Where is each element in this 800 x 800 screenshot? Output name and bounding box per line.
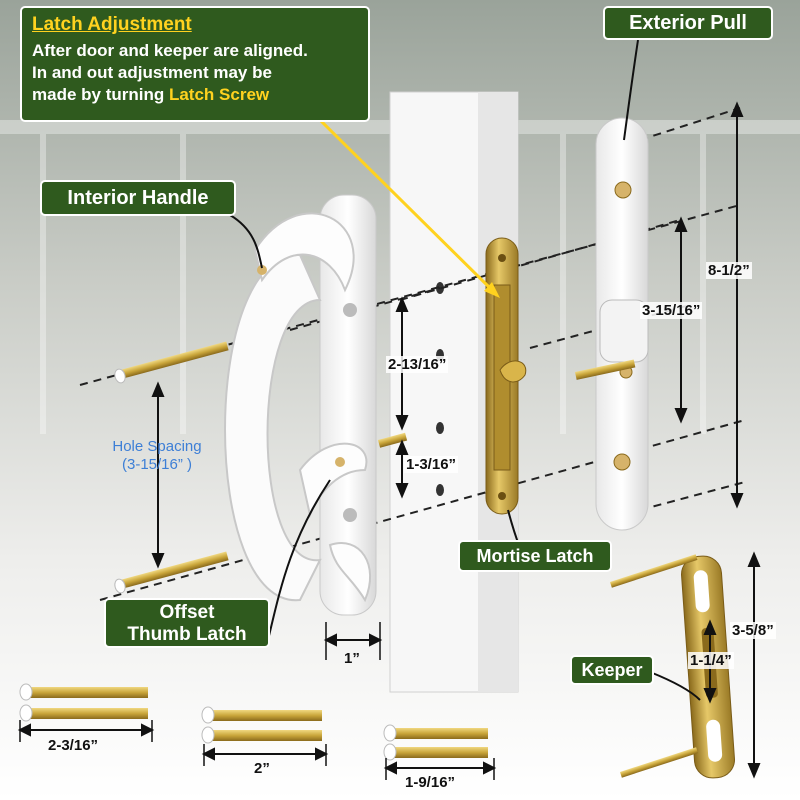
latch-adjustment-line1: After door and keeper are aligned. — [32, 41, 308, 60]
dim-keeper-length: 3-5/8” — [730, 622, 776, 639]
latch-screw-highlight: Latch Screw — [168, 85, 270, 104]
dim-keeper-slot: 1-1/4” — [688, 652, 734, 669]
dim-screw-long: 2-3/16” — [48, 737, 99, 754]
hole-spacing-line2: (3-15/16” ) — [121, 456, 193, 473]
screw-set-short — [383, 724, 488, 761]
offset-thumb-latch-line2: Thumb Latch — [127, 624, 247, 645]
hole-spacing-line1: Hole Spacing — [112, 438, 202, 455]
mortise-latch — [485, 237, 527, 515]
interior-handle-label: Interior Handle — [40, 180, 236, 216]
latch-adjustment-line2: In and out adjustment may be — [32, 63, 272, 82]
dim-pull-hole-spacing: 3-15/16” — [640, 302, 703, 319]
dim-screw-short: 1-9/16” — [405, 774, 456, 791]
exterior-pull-label: Exterior Pull — [603, 6, 773, 40]
interior-handle — [224, 194, 377, 616]
latch-adjustment-callout: Latch Adjustment After door and keeper a… — [20, 6, 370, 122]
latch-adjustment-title: Latch Adjustment — [32, 14, 192, 35]
exterior-pull — [575, 117, 649, 531]
latch-adjustment-line3: made by turning Latch Screw — [32, 84, 358, 106]
dim-door-upper-spacing: 2-13/16” — [386, 356, 449, 373]
offset-thumb-latch-label: Offset Thumb Latch — [104, 598, 270, 648]
dim-screw-mid: 2” — [254, 760, 270, 777]
dim-door-thickness: 1” — [344, 650, 360, 667]
screw-set-mid — [201, 706, 322, 744]
keeper-label: Keeper — [570, 655, 654, 685]
latch-adjustment-line3-prefix: made by turning — [32, 85, 169, 104]
dim-door-lower-spacing: 1-3/16” — [404, 456, 459, 473]
latch-screw-pointer — [316, 116, 500, 298]
offset-thumb-latch-line1: Offset — [159, 602, 215, 623]
mortise-latch-label: Mortise Latch — [458, 540, 612, 572]
screw-set-long — [19, 683, 148, 722]
hole-spacing-note: Hole Spacing (3-15/16” ) — [92, 438, 222, 474]
dim-pull-length: 8-1/2” — [706, 262, 752, 279]
handle-screws — [114, 341, 408, 594]
